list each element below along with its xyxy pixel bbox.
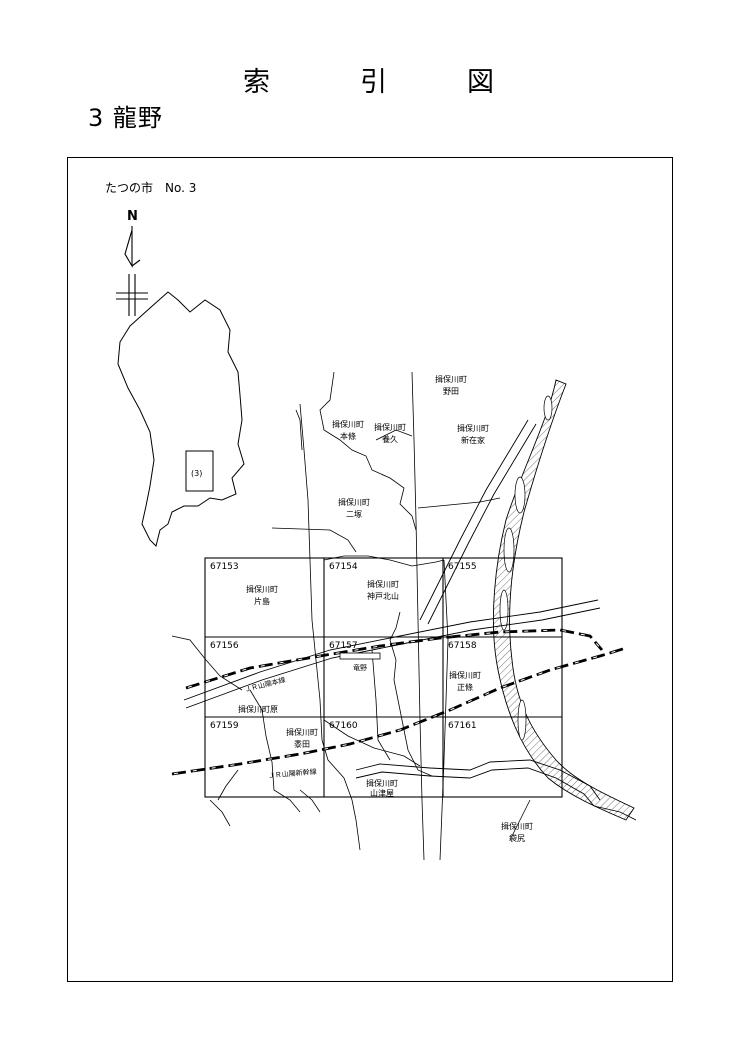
inset-area-label: (3) <box>191 469 202 478</box>
station-label: 竜野 <box>353 663 367 672</box>
cell-code: 67153 <box>210 562 239 572</box>
cell-name: 神戸北山 <box>367 591 399 601</box>
index-grid <box>204 557 563 798</box>
cell-name: 揖保川町 <box>246 584 278 594</box>
place-label: 袋尻 <box>509 833 525 843</box>
place-label: 揖保川町 <box>366 778 398 788</box>
cell-code: 67156 <box>210 641 239 651</box>
cell-name: 揖保川町 <box>367 579 399 589</box>
place-label: 揖保川町 <box>374 422 406 432</box>
map-frame <box>67 157 673 982</box>
place-label: 本條 <box>340 431 356 441</box>
cell-code: 67161 <box>448 721 477 731</box>
cell-code: 67159 <box>210 721 239 731</box>
place-label: 二塚 <box>346 510 362 519</box>
title-char-2: 引 <box>360 67 387 98</box>
place-label: 黍田 <box>294 739 310 749</box>
cell-code: 67157 <box>329 641 358 651</box>
station-marker <box>339 652 381 660</box>
place-label: 養久 <box>382 434 398 444</box>
place-label: 揖保川町 <box>435 374 467 384</box>
place-label: 揖保川町 <box>457 423 489 433</box>
page-title: 索 引 図 <box>243 66 543 106</box>
cell-code: 67154 <box>329 562 358 572</box>
place-label: 揖保川町原 <box>238 704 278 714</box>
place-label: 揖保川町 <box>338 497 370 507</box>
cell-code: 67160 <box>329 721 358 731</box>
inset-area-box <box>185 450 214 492</box>
title-char-1: 索 <box>243 67 270 98</box>
place-label: 山津屋 <box>370 788 394 798</box>
river <box>492 379 635 821</box>
place-label: 揖保川町 <box>286 727 318 737</box>
title-char-3: 図 <box>467 67 494 98</box>
city-outline-inset: (3) <box>117 291 245 547</box>
north-arrow-icon: N <box>116 209 148 316</box>
place-label: 新在家 <box>461 435 485 445</box>
rail-label-sanyo-main: ＪＲ山陽本線 <box>243 675 286 694</box>
cell-code: 67158 <box>448 641 477 651</box>
area-subtitle: 3 龍野 <box>88 104 163 132</box>
place-label: 野田 <box>443 387 459 396</box>
map-label: たつの市 No. 3 <box>105 181 197 195</box>
cell-name: 正條 <box>457 682 473 692</box>
cell-name: 片島 <box>254 596 270 606</box>
cell-code: 67155 <box>448 562 477 572</box>
rail-label-shinkansen: ＪＲ山陽新幹線 <box>267 767 317 780</box>
place-label: 揖保川町 <box>332 419 364 429</box>
boundary-lines <box>171 371 637 861</box>
place-label: 揖保川町 <box>501 821 533 831</box>
compass-letter: N <box>127 209 138 224</box>
cell-name: 揖保川町 <box>449 670 481 680</box>
